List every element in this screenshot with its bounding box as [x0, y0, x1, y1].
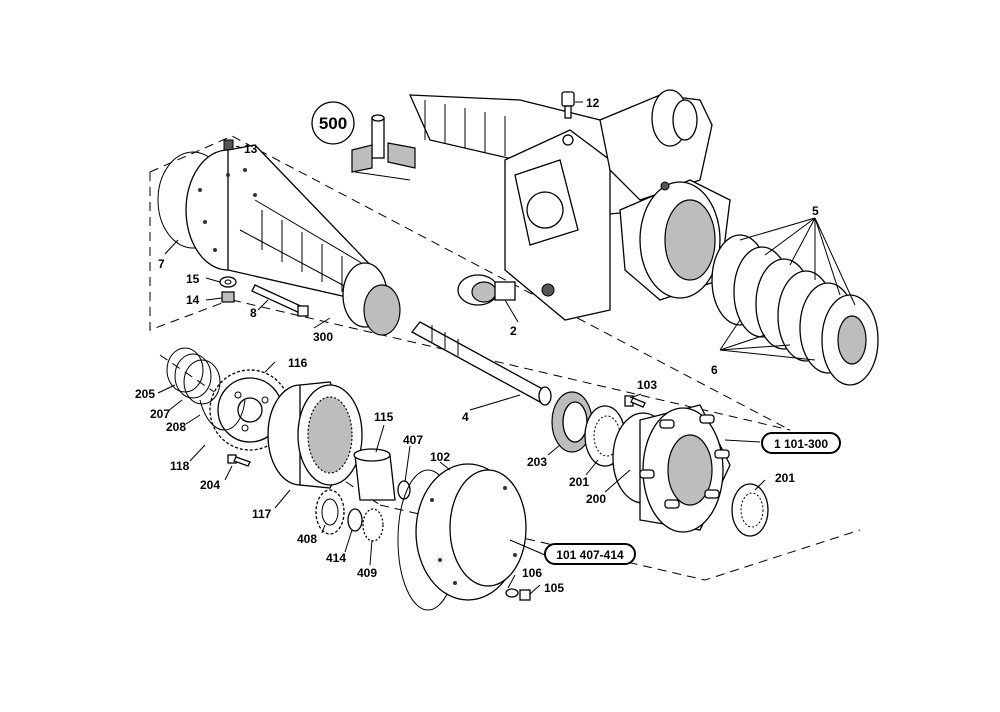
part-201-bearing-outer [731, 483, 769, 537]
callout-201-a: 201 [569, 475, 589, 489]
callout-200: 200 [586, 492, 606, 506]
part-4-drive-shaft [411, 321, 552, 406]
callout-2: 2 [510, 324, 517, 338]
callout-116: 116 [288, 356, 308, 370]
callout-407: 407 [403, 433, 423, 447]
callout-105: 105 [544, 581, 564, 595]
part-414-spacer [347, 508, 363, 532]
part-408-planet-gear [315, 489, 345, 535]
callout-117: 117 [252, 507, 272, 521]
part-115-pin [353, 448, 396, 501]
callout-414: 414 [326, 551, 346, 565]
part-106-seal [505, 588, 519, 598]
callout-14: 14 [186, 293, 200, 307]
part-102-cover [397, 463, 527, 611]
callout-12: 12 [586, 96, 600, 110]
part-200-wheel-hub [612, 404, 731, 533]
callout-8: 8 [250, 306, 257, 320]
part-5-6-brake-disc-pack [711, 217, 879, 386]
callout-4: 4 [462, 410, 469, 424]
part-8-bolt [251, 284, 309, 317]
callout-408: 408 [297, 532, 317, 546]
callout-labels: 12 13 5 7 15 14 8 300 2 6 116 205 207 20… [135, 96, 819, 595]
part-203-seal [551, 391, 593, 453]
part-409-bearing [362, 508, 384, 542]
part-205-207-208-rings [166, 347, 221, 405]
callout-103: 103 [637, 378, 657, 392]
kit-reference-1-text: 1 101-300 [774, 437, 828, 451]
callout-106: 106 [522, 566, 542, 580]
callout-208: 208 [166, 420, 186, 434]
callout-13: 13 [244, 142, 258, 156]
callout-6: 6 [711, 363, 718, 377]
part-116-sun-gear [209, 369, 291, 451]
callout-102: 102 [430, 450, 450, 464]
part-13-plug [223, 139, 234, 151]
part-12-screw [561, 91, 575, 119]
axle-housing [408, 89, 731, 321]
part-300-planet-carrier-housing [185, 144, 401, 336]
callout-300: 300 [313, 330, 333, 344]
part-204-bolt [227, 454, 251, 467]
kit-reference-2: 101 407-414 [544, 543, 636, 565]
part-407-ring [397, 480, 411, 500]
leader-lines [157, 101, 766, 595]
callout-7: 7 [158, 257, 165, 271]
detail-badge-text: 500 [319, 114, 347, 133]
part-105-plug [519, 589, 531, 601]
part-117-ring-gear [267, 381, 363, 489]
callout-201-b: 201 [775, 471, 795, 485]
part-103-bolt [624, 395, 646, 408]
callout-115: 115 [374, 410, 394, 424]
kit-reference-1: 1 101-300 [761, 432, 841, 454]
callout-409: 409 [357, 566, 377, 580]
callout-203: 203 [527, 455, 547, 469]
callout-5: 5 [812, 204, 819, 218]
part-2-flange [457, 274, 516, 306]
part-15-washer [219, 276, 237, 288]
callout-118: 118 [170, 459, 190, 473]
callout-205: 205 [135, 387, 155, 401]
part-14-plug [221, 291, 235, 303]
callout-204: 204 [200, 478, 220, 492]
callout-15: 15 [186, 272, 200, 286]
detail-500-badge: 500 [311, 101, 416, 181]
kit-reference-2-text: 101 407-414 [556, 548, 624, 562]
callout-207: 207 [150, 407, 170, 421]
part-118-circlip [199, 399, 246, 431]
